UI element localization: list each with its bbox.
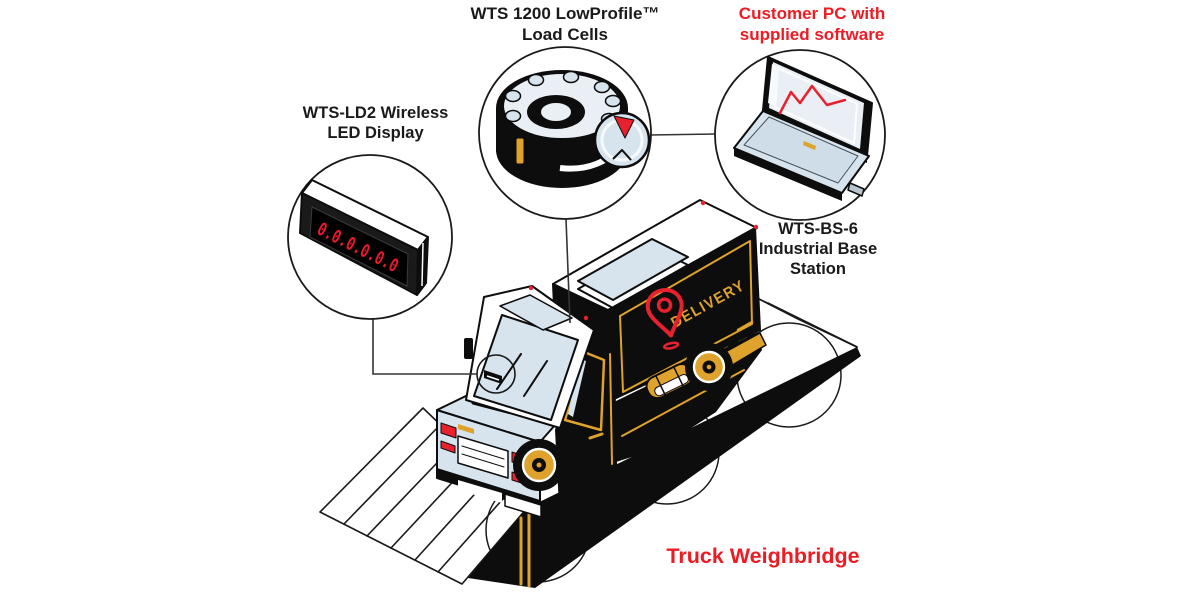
load-cell-connector-line <box>565 218 571 324</box>
led-display-label: WTS-LD2 Wireless LED Display <box>268 103 483 143</box>
front-lights-left <box>440 422 457 454</box>
grille <box>457 435 509 479</box>
cab-step <box>504 493 542 518</box>
callout-load-cell <box>478 46 652 220</box>
weighbridge-platform-edge <box>468 347 861 588</box>
laptop-hinge-gold <box>803 141 816 150</box>
led-display-connector-line <box>372 319 477 375</box>
cab-display-device <box>484 370 502 384</box>
front-wheel <box>513 439 565 491</box>
load-cell-connector <box>593 111 651 169</box>
weighbridge-label: Truck Weighbridge <box>666 544 860 568</box>
cab-display-highlight-circle <box>476 354 516 394</box>
weighbridge <box>319 295 861 588</box>
door-window-glass <box>568 358 586 417</box>
base-station-label-line3: Station <box>790 260 846 279</box>
bumper-plate <box>458 480 502 503</box>
cab-display-screen-line <box>486 375 500 381</box>
customer-pc-label-line1: Customer PC with <box>738 4 886 23</box>
base-station-label-line1: WTS-BS-6 <box>778 220 858 238</box>
windshield-glass <box>473 314 579 421</box>
led-display-label-line2: LED Display <box>327 124 424 143</box>
front-marker-gold <box>458 424 474 434</box>
load-cell-gold-stripe <box>515 137 525 165</box>
callout-connectors <box>372 133 717 394</box>
load-cells-label-line2: Load Cells <box>522 24 608 44</box>
customer-pc-label-line2: supplied software <box>739 24 885 44</box>
laptop-screen <box>769 62 864 149</box>
roof-panel-top <box>577 238 689 301</box>
led-display-label-line1: WTS-LD2 Wireless <box>302 104 449 122</box>
wing-mirror <box>464 338 473 359</box>
base-station-label: WTS-BS-6 Industrial Base Station <box>718 219 918 279</box>
door-handle <box>588 432 604 440</box>
door-edge-trim <box>609 353 613 465</box>
laptop-base-front <box>734 148 842 201</box>
led-display-window <box>309 206 409 287</box>
customer-pc-label: Customer PC with supplied software <box>702 4 922 45</box>
delivery-truck: DELIVERY <box>436 199 767 518</box>
truck-side-text-dash <box>736 320 754 332</box>
base-station-label-line2: Industrial Base <box>758 240 878 259</box>
grille-line <box>461 453 505 468</box>
wiper <box>523 360 548 397</box>
laptop-screen-reflection <box>768 64 779 106</box>
weighbridge-right-ramp <box>752 295 858 348</box>
connector-notch <box>612 149 632 161</box>
laptop-graph-line <box>778 84 847 115</box>
grille-line <box>461 445 505 460</box>
connector-indicator <box>613 115 635 139</box>
callout-led-display: 0.0.0.0.0.0 <box>287 154 453 320</box>
location-pin-icon <box>645 288 684 350</box>
led-display-end-line <box>421 242 424 287</box>
callout-laptop <box>714 49 886 221</box>
pc-connector-line <box>648 133 717 136</box>
load-cells-label-line1: WTS 1200 LowProfile™ <box>470 4 660 23</box>
base-station-dongle <box>847 182 865 197</box>
marker-dots <box>528 200 759 321</box>
laptop-keyboard <box>743 116 859 184</box>
load-cell-bore-center <box>541 103 571 121</box>
cab-roof-panel <box>499 294 573 331</box>
weighbridge-gold-stripes <box>519 509 531 588</box>
load-cells-label: WTS 1200 LowProfile™ Load Cells <box>455 4 675 45</box>
rear-outer-wheel <box>685 343 733 391</box>
cargo-box-gold-border <box>619 240 753 393</box>
